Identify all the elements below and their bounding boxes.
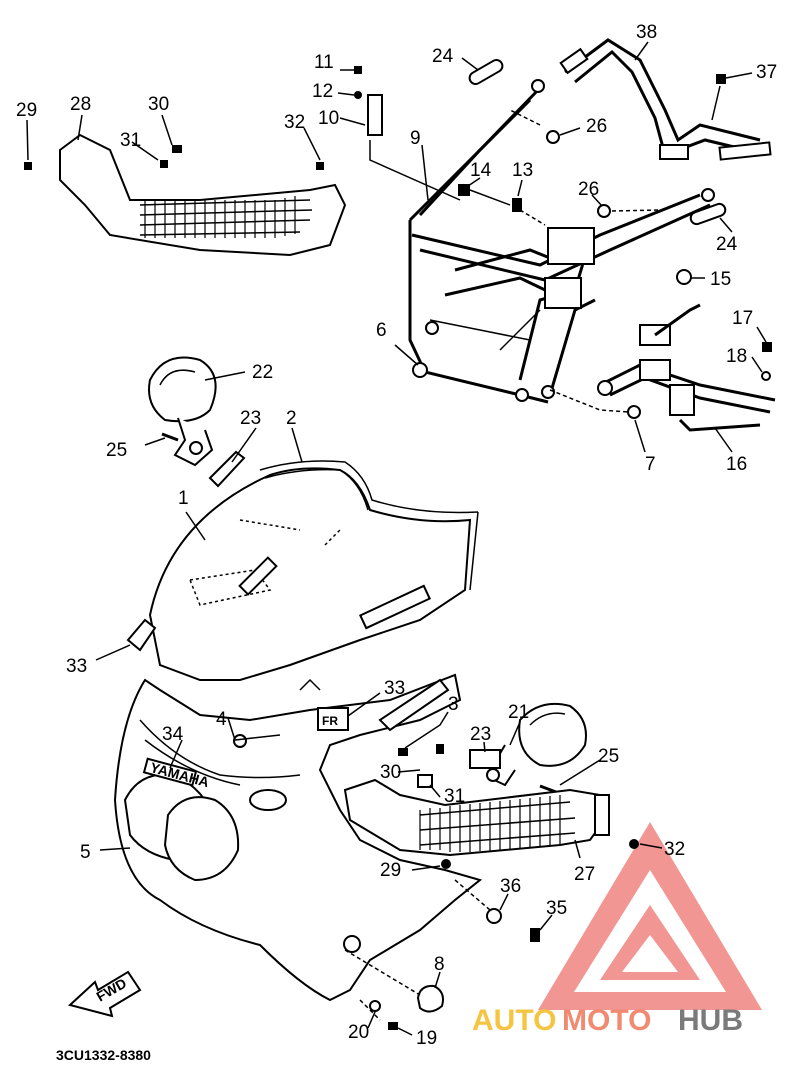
watermark-triangle-logo — [538, 822, 762, 1010]
svg-text:AUTO: AUTO — [472, 1004, 556, 1037]
callout-6: 6 — [376, 320, 387, 341]
callout-13: 13 — [512, 160, 533, 181]
callout-23b: 23 — [470, 724, 491, 745]
screw-25-left — [161, 432, 179, 442]
callout-29a: 29 — [16, 100, 37, 121]
callout-17: 17 — [732, 308, 753, 329]
windscreen-1 — [148, 460, 479, 681]
cowling-stay-frame — [408, 79, 715, 404]
right-mirror-21 — [486, 702, 587, 787]
callout-20: 20 — [348, 1022, 369, 1043]
callout-33a: 33 — [66, 656, 87, 677]
callout-21: 21 — [508, 702, 529, 723]
callout-11: 11 — [314, 52, 334, 73]
callout-8: 8 — [434, 954, 445, 975]
callout-30a: 30 — [148, 94, 169, 115]
callout-24b: 24 — [716, 234, 738, 255]
callout-31a: 31 — [120, 130, 141, 151]
left-mirror-22 — [148, 356, 217, 467]
front-cowling-5: YAMAHA FR — [113, 673, 483, 1002]
callout-7: 7 — [645, 454, 656, 475]
part-code: 3CU1332-8380 — [56, 1047, 151, 1063]
gasket-23-left — [208, 450, 246, 488]
callout-numbers: 29 28 30 31 32 10 11 12 24 9 14 13 26 26… — [16, 22, 777, 1049]
callout-15: 15 — [710, 269, 731, 290]
callout-26a: 26 — [586, 116, 607, 137]
callout-30b: 30 — [380, 762, 401, 783]
callout-24a: 24 — [432, 46, 454, 67]
callout-1: 1 — [178, 488, 189, 509]
forward-arrow-icon: FWD — [67, 970, 142, 1018]
callout-23a: 23 — [240, 408, 261, 429]
svg-text:MOTO: MOTO — [562, 1004, 651, 1037]
callout-25b: 25 — [598, 746, 619, 767]
callout-31b: 31 — [444, 786, 465, 807]
callout-10: 10 — [318, 108, 339, 129]
bracket-16 — [597, 303, 776, 432]
callout-19: 19 — [416, 1028, 437, 1049]
callout-32a: 32 — [284, 112, 305, 133]
callout-5: 5 — [80, 842, 91, 863]
decal-33-left — [126, 618, 157, 652]
callout-18: 18 — [726, 346, 747, 367]
callout-37: 37 — [756, 62, 777, 83]
leader-lines — [26, 41, 767, 1036]
callout-33b: 33 — [384, 678, 405, 699]
callout-29b: 29 — [380, 860, 401, 881]
svg-text:FR: FR — [322, 714, 338, 728]
callout-34: 34 — [162, 724, 184, 745]
callout-3: 3 — [448, 694, 459, 715]
fasteners — [354, 59, 772, 419]
callout-9: 9 — [410, 128, 421, 149]
callout-2: 2 — [286, 408, 297, 429]
callout-38: 38 — [636, 22, 657, 43]
callout-16: 16 — [726, 454, 747, 475]
callout-26b: 26 — [578, 179, 599, 200]
callout-27: 27 — [574, 864, 595, 885]
left-air-duct-28 — [24, 133, 347, 257]
callout-14: 14 — [470, 160, 492, 181]
callout-12: 12 — [312, 81, 333, 102]
watermark-text: AUTO MOTO HUB — [472, 1004, 743, 1037]
right-air-duct-27 — [343, 778, 610, 857]
callout-28: 28 — [70, 94, 91, 115]
mirror-stay-38 — [559, 38, 772, 161]
fasteners-lower — [369, 744, 639, 1030]
callout-22: 22 — [252, 362, 273, 383]
callout-4: 4 — [216, 709, 227, 730]
callout-32b: 32 — [664, 839, 685, 860]
callout-25a: 25 — [106, 440, 127, 461]
callout-35: 35 — [546, 898, 567, 919]
gasket-23-right — [469, 749, 501, 769]
callout-36: 36 — [500, 876, 521, 897]
svg-text:HUB: HUB — [678, 1004, 743, 1037]
